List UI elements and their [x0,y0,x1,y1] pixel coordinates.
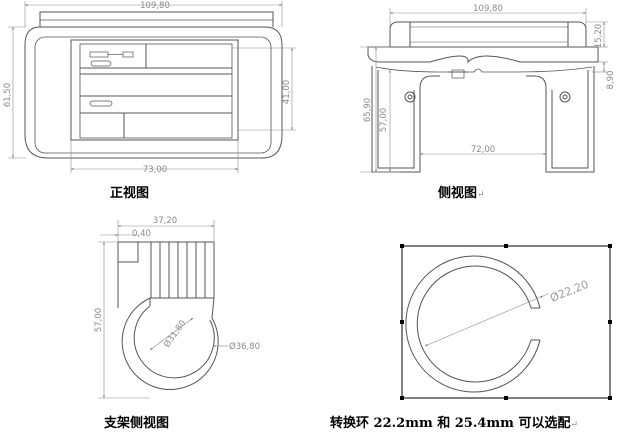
frame-handle [504,244,508,248]
bracket-height-label: 57,00 [94,308,104,332]
front-height-inner-label: 41,00 [282,80,292,104]
front-dimensions [8,1,296,173]
frame-handle [400,396,404,400]
side-top-thickness-label: 15,20 [594,24,604,48]
ring-diameter-label: Ø22,20 [548,278,590,305]
bracket-dimensions [98,220,228,399]
frame-handle [608,320,612,324]
frame-handle [608,396,612,400]
bracket-view-caption: 支架侧视图 [104,416,170,431]
paragraph-mark-icon: ↵ [570,420,578,430]
bracket-inner-diameter-label: Ø31,80 [161,318,188,350]
front-view-caption: 正视图 [110,186,150,201]
paragraph-mark-icon: ↵ [477,190,485,200]
front-width-outer-label: 109,80 [140,1,170,11]
side-view [367,21,599,173]
bracket-outer-diameter-label: Ø36,80 [229,341,260,352]
bracket-width-label: 37,20 [153,216,177,226]
front-width-inner-label: 73,00 [143,165,167,175]
bracket-view [117,241,219,390]
frame-handle [608,244,612,248]
ring-view-caption-text: 转换环 22.2mm 和 25.4mm 可以选配 [330,416,571,431]
front-view [24,11,283,159]
side-dimensions [360,8,608,173]
front-height-outer-label: 61,50 [3,83,13,107]
bracket-offset-label: 0,40 [132,229,151,239]
side-view-caption-text: 侧视图 [438,186,478,201]
adapter-ring-view: Ø22,20 [400,244,612,400]
selection-frame [401,245,611,399]
side-leg-span-label: 72,00 [471,145,495,155]
side-width-top-label: 109,80 [473,4,503,14]
side-height-leg-label: 57,00 [379,108,389,132]
frame-handle [400,320,404,324]
side-view-caption: 侧视图↵ [438,182,485,201]
frame-handle [504,396,508,400]
frame-handle [400,244,404,248]
ring-view-caption: 转换环 22.2mm 和 25.4mm 可以选配↵ [330,412,578,431]
side-clip-gap-label: 8,90 [606,71,616,90]
side-height-total-label: 65,90 [363,98,373,122]
